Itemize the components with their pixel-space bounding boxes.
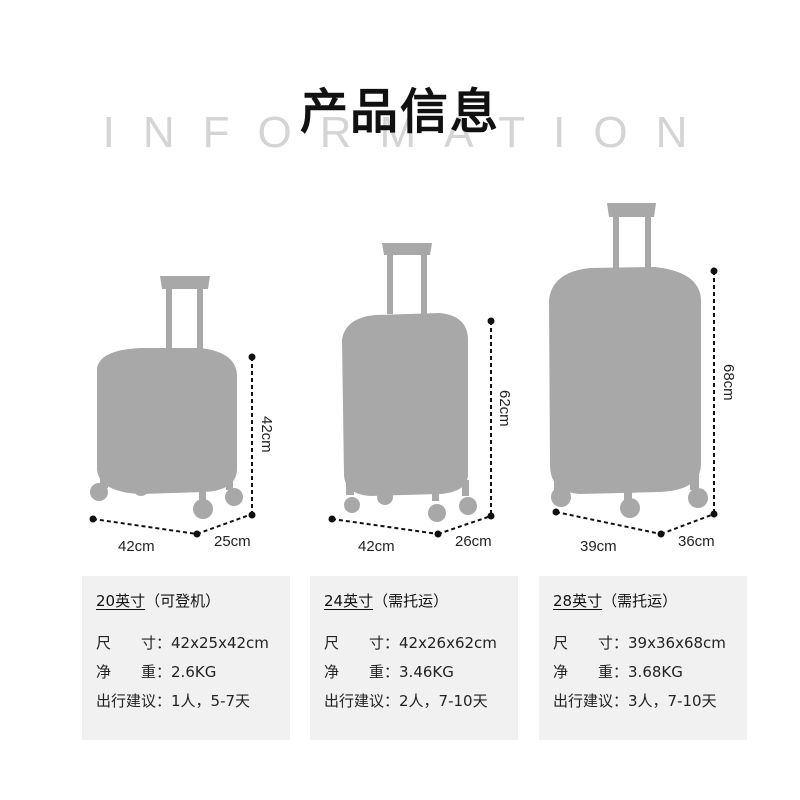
watermark-title-en: INFORMATION [102, 108, 716, 157]
dim-depth-28: 36cm [678, 533, 715, 550]
suitcase-24-icon [342, 243, 477, 522]
spec-label: 尺 寸： [324, 634, 400, 652]
spec-weight-row: 净 重：3.46KG [324, 661, 454, 682]
spec-value: 2.6KG [171, 663, 217, 681]
spec-label: 出行建议： [553, 692, 629, 710]
dim-width-24: 42cm [358, 538, 395, 555]
dimension-lines-24 [331, 321, 492, 535]
spec-label: 尺 寸： [96, 634, 172, 652]
spec-weight-row: 净 重：3.68KG [553, 661, 683, 682]
spec-label: 净 重： [324, 663, 400, 681]
page-title: 产品信息 [299, 84, 500, 140]
card-title: 28英寸（需托运） [553, 590, 677, 611]
spec-value: 42x26x62cm [399, 634, 497, 652]
card-note: （需托运） [373, 592, 449, 610]
spec-value: 39x36x68cm [628, 634, 726, 652]
card-size: 20英寸 [96, 592, 146, 610]
spec-size-row: 尺 寸：42x26x62cm [324, 632, 497, 653]
card-title: 20英寸（可登机） [96, 590, 220, 611]
spec-weight-row: 净 重：2.6KG [96, 661, 216, 682]
card-size: 28英寸 [553, 592, 603, 610]
spec-size-row: 尺 寸：42x25x42cm [96, 632, 269, 653]
suitcase-28-icon [549, 203, 708, 518]
dim-depth-24: 26cm [455, 533, 492, 550]
info-card-28: 28英寸（需托运） 尺 寸：39x36x68cm 净 重：3.68KG 出行建议… [539, 576, 747, 740]
spec-label: 出行建议： [324, 692, 400, 710]
spec-label: 净 重： [553, 663, 629, 681]
card-note: （需托运） [602, 592, 678, 610]
info-card-20: 20英寸（可登机） 尺 寸：42x25x42cm 净 重：2.6KG 出行建议：… [82, 576, 290, 740]
info-card-24: 24英寸（需托运） 尺 寸：42x26x62cm 净 重：3.46KG 出行建议… [310, 576, 518, 740]
dim-height-28: 68cm [720, 364, 737, 401]
dim-height-24: 62cm [496, 390, 513, 427]
dimension-lines-28 [555, 271, 715, 535]
spec-trip-row: 出行建议：3人，7-10天 [553, 690, 717, 711]
spec-value: 2人，7-10天 [399, 692, 488, 710]
spec-value: 1人，5-7天 [171, 692, 251, 710]
card-size: 24英寸 [324, 592, 374, 610]
dim-depth-20: 25cm [214, 533, 251, 550]
dimension-lines-20 [92, 357, 253, 535]
dim-height-20: 42cm [258, 416, 275, 453]
dim-width-28: 39cm [580, 538, 617, 555]
spec-value: 3.46KG [399, 663, 454, 681]
spec-value: 3.68KG [628, 663, 683, 681]
spec-value: 42x25x42cm [171, 634, 269, 652]
spec-size-row: 尺 寸：39x36x68cm [553, 632, 726, 653]
spec-trip-row: 出行建议：2人，7-10天 [324, 690, 488, 711]
suitcase-20-icon [90, 276, 243, 519]
dim-width-20: 42cm [118, 538, 155, 555]
spec-label: 尺 寸： [553, 634, 629, 652]
card-note: （可登机） [145, 592, 221, 610]
card-title: 24英寸（需托运） [324, 590, 448, 611]
spec-label: 出行建议： [96, 692, 172, 710]
spec-trip-row: 出行建议：1人，5-7天 [96, 690, 250, 711]
spec-label: 净 重： [96, 663, 172, 681]
spec-value: 3人，7-10天 [628, 692, 717, 710]
